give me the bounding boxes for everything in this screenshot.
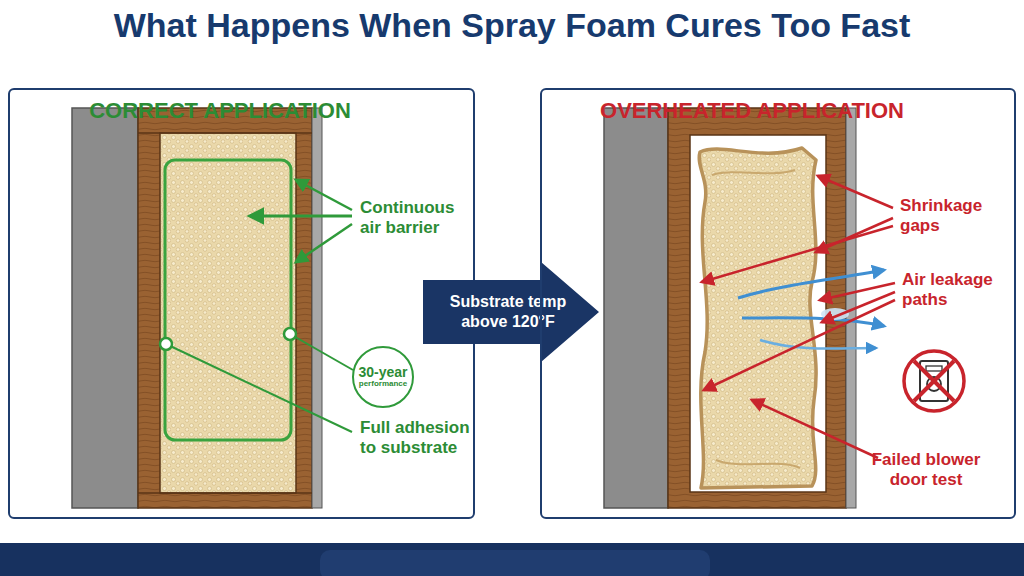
arrow-body xyxy=(423,262,599,362)
callout-label: Continuous air barrier xyxy=(360,198,476,239)
title: What Happens When Spray Foam Cures Too F… xyxy=(0,6,1024,45)
node-text: 30-year xyxy=(358,365,407,380)
node-text: Substrate temp above 120°F xyxy=(433,292,583,332)
node-text: performance xyxy=(359,380,407,389)
node-text: OVERHEATED APPLICATION xyxy=(572,98,932,124)
arrow-shape xyxy=(423,262,599,362)
badge-circle: 30-yearperformance xyxy=(352,346,414,408)
callout-label: Failed blower door test xyxy=(860,450,992,491)
process-arrow: Substrate temp above 120°F xyxy=(423,262,599,362)
callout-label: Air leakage paths xyxy=(902,270,1010,311)
callout-label: Shrinkage gaps xyxy=(900,196,1008,237)
node-text: CORRECT APPLICATION xyxy=(50,98,390,124)
callout-label: Full adhesion to substrate xyxy=(360,418,488,459)
